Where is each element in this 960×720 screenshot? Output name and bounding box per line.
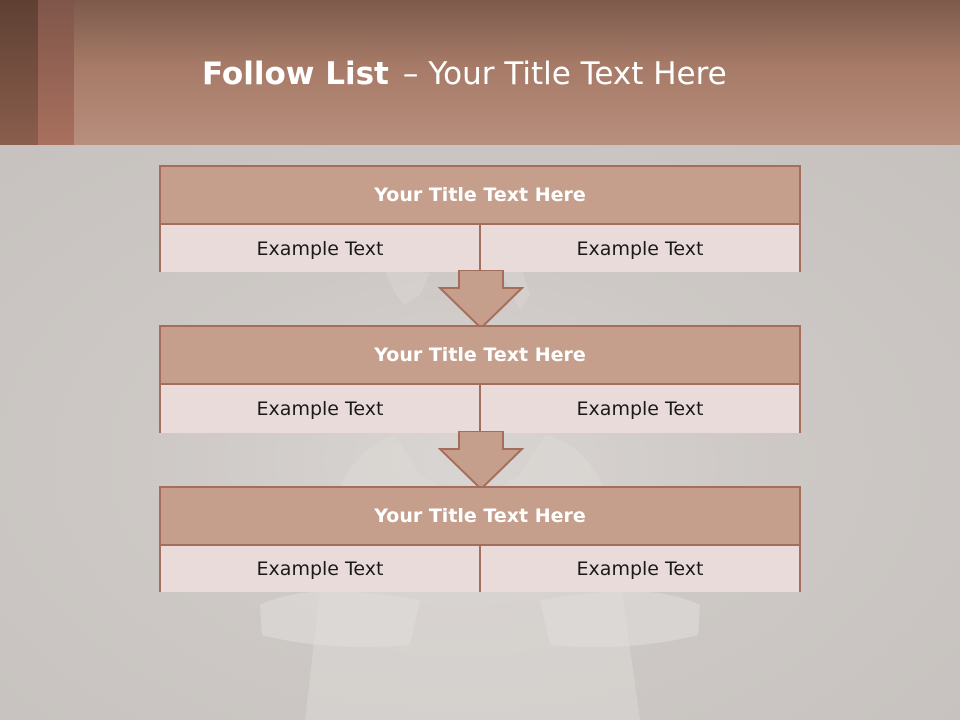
step-box-2[interactable]: Your Title Text Here Example Text Exampl…: [159, 325, 801, 433]
step-row: Example Text Example Text: [161, 385, 799, 433]
step-cell: Example Text: [161, 225, 479, 272]
title-text: Your Title Text Here: [428, 56, 727, 92]
title-banner: Follow List–Your Title Text Here: [0, 0, 960, 145]
slide-title[interactable]: Follow List–Your Title Text Here: [202, 56, 727, 98]
step-box-3[interactable]: Your Title Text Here Example Text Exampl…: [159, 486, 801, 592]
down-arrow-icon: [438, 270, 524, 330]
step-cell: Example Text: [161, 546, 479, 592]
step-title: Your Title Text Here: [161, 167, 799, 225]
decorative-stripe: [38, 0, 74, 145]
step-row: Example Text Example Text: [161, 546, 799, 592]
step-row: Example Text Example Text: [161, 225, 799, 272]
decorative-stripe: [0, 0, 38, 145]
title-dash: –: [402, 56, 419, 92]
step-title: Your Title Text Here: [161, 488, 799, 546]
step-cell: Example Text: [479, 225, 799, 272]
title-bold-text: Follow List: [202, 56, 389, 92]
step-cell: Example Text: [479, 546, 799, 592]
step-box-1[interactable]: Your Title Text Here Example Text Exampl…: [159, 165, 801, 272]
step-title: Your Title Text Here: [161, 327, 799, 385]
step-cell: Example Text: [479, 385, 799, 433]
down-arrow-icon: [438, 431, 524, 491]
step-cell: Example Text: [161, 385, 479, 433]
